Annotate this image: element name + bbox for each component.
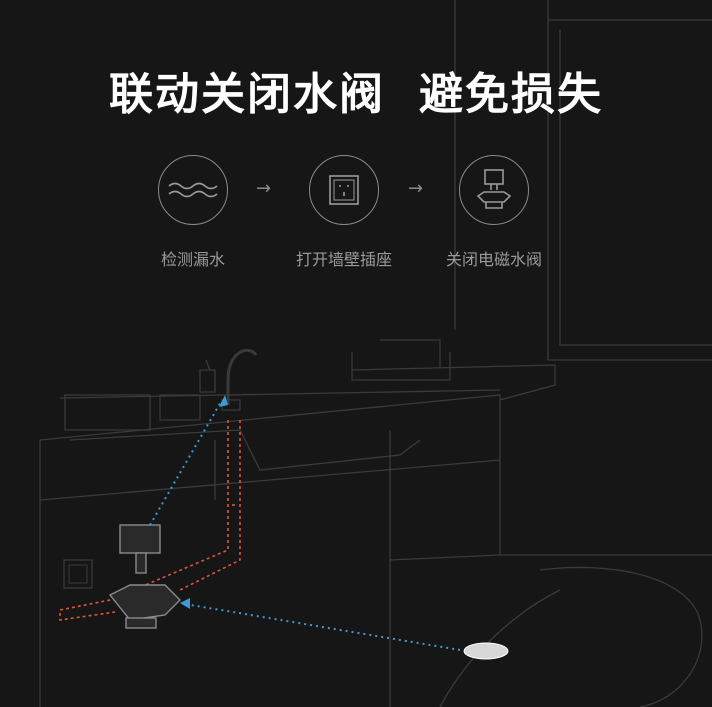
headline-part2: 避免损失 — [419, 69, 603, 120]
wall-socket-icon — [309, 155, 379, 225]
step-label: 打开墙壁插座 — [295, 250, 392, 269]
step-close-valve: 关闭电磁水阀 — [419, 155, 569, 270]
arrow-right-icon: → — [408, 178, 424, 199]
step-label: 检测漏水 — [160, 250, 225, 269]
headline: 联动关闭水阀避免损失 — [0, 58, 712, 122]
step-open-socket: 打开墙壁插座 — [269, 155, 419, 270]
arrow-right-icon: → — [256, 178, 272, 199]
step-label: 关闭电磁水阀 — [445, 250, 542, 269]
step-detect-leak: 检测漏水 — [118, 155, 268, 270]
headline-part1: 联动关闭水阀 — [109, 69, 385, 120]
water-wave-icon — [158, 155, 228, 225]
solenoid-valve-icon — [459, 155, 529, 225]
